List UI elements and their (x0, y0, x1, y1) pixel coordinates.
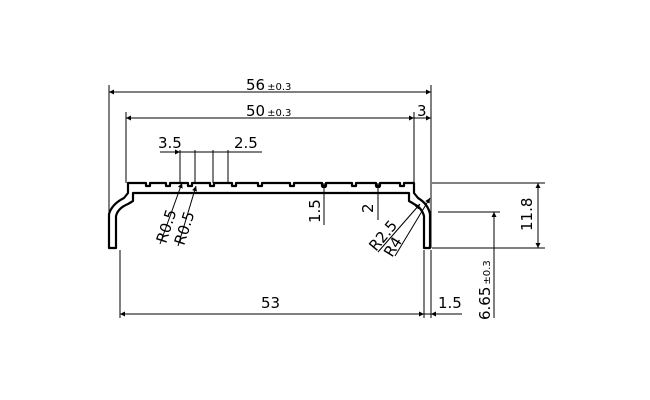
wall-thickness-label: 1.5 (306, 199, 324, 223)
inner-width-label: 50±0.3 (246, 102, 291, 120)
leg-thickness-label: 1.5 (438, 294, 462, 312)
dimension-labels: 56±0.3 50±0.3 3 3.5 2.5 53 1.5 11.8 6.65… (153, 76, 536, 320)
right-offset-label: 3 (417, 102, 427, 120)
tooth-width-label: 2.5 (234, 134, 258, 152)
tooth-pitch-label: 3.5 (158, 134, 182, 152)
height-label: 11.8 (518, 198, 536, 231)
base-width-label: 53 (261, 294, 280, 312)
dimension-lines (109, 89, 541, 318)
extension-lines (108, 85, 545, 318)
leg-height-label: 6.65±0.3 (476, 260, 494, 320)
overall-width-label: 56±0.3 (246, 76, 291, 94)
tooth-depth-label: 2 (359, 203, 377, 213)
